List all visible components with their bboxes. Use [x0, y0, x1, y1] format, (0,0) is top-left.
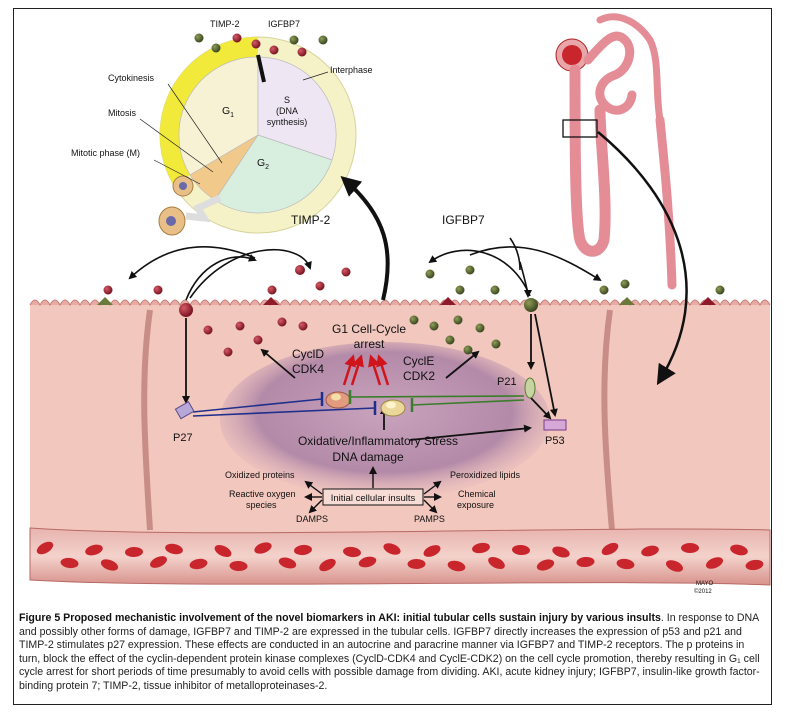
red-blood-cell	[278, 557, 297, 569]
chemical-label-2: exposure	[457, 500, 494, 510]
copyright-label: ©2012	[694, 588, 712, 595]
red-blood-cell	[488, 556, 505, 570]
floating-molecules-top	[194, 33, 328, 57]
red-blood-cell	[214, 545, 232, 557]
mitosis-label: Mitosis	[108, 108, 137, 118]
red-blood-cell	[254, 542, 272, 554]
timp2-mid-label: TIMP-2	[291, 213, 331, 227]
red-blood-cell	[407, 558, 426, 570]
red-blood-cell	[472, 542, 490, 554]
red-blood-cell	[36, 541, 54, 555]
red-blood-cell	[681, 543, 699, 553]
oxidized-proteins-label: Oxidized proteins	[225, 470, 295, 480]
red-blood-cell	[165, 543, 183, 555]
chemical-label: Chemical	[458, 489, 496, 499]
cycle-callouts: TIMP-2 IGFBP7 Interphase Cytokinesis Mit…	[71, 19, 373, 185]
red-blood-cell	[319, 558, 336, 572]
expression-arrows	[182, 313, 558, 441]
p21-label: P21	[497, 376, 517, 388]
mayo-label: MAYO	[696, 581, 714, 587]
initial-insults-label: Initial cellular insults	[331, 493, 416, 504]
arrest-arrows	[342, 354, 390, 386]
red-blood-cell	[423, 545, 441, 557]
ros-label: Reactive oxygen	[229, 489, 296, 499]
red-blood-cell	[189, 558, 208, 570]
p-proteins	[174, 377, 567, 431]
s-phase-label: S	[284, 95, 290, 105]
pamps-label: PAMPS	[414, 514, 445, 524]
cell-cycle-wheel: G1 S (DNA synthesis) G2	[158, 36, 357, 236]
red-blood-cell	[745, 559, 764, 571]
caption-body: . In response to DNA and possibly other …	[19, 612, 760, 692]
red-blood-cell	[616, 558, 635, 570]
kidney-cell-cycle-diagram: G1 S (DNA synthesis) G2 TIMP-2 IGFBP7 In…	[29, 13, 771, 595]
cycld-label: CyclD	[292, 347, 324, 361]
arrest-to-cycle-arrow	[340, 176, 390, 301]
red-blood-cell	[576, 556, 595, 568]
red-blood-cell	[665, 560, 684, 572]
red-blood-cell	[100, 559, 119, 571]
dna-damage-label: DNA damage	[332, 450, 404, 464]
cyclin-complexes	[325, 391, 406, 417]
cdk4-label: CDK4	[292, 362, 324, 376]
red-blood-cell	[85, 544, 103, 556]
g2-label: G2	[257, 157, 269, 171]
red-blood-cell	[601, 542, 619, 556]
zoom-arrow	[597, 131, 688, 386]
cdk2-label: CDK2	[403, 369, 435, 383]
tubular-epithelium	[29, 297, 771, 535]
arrest-label: G1 Cell-Cycle	[332, 322, 406, 336]
red-blood-cell	[536, 559, 555, 571]
receptor-molecules	[103, 265, 725, 357]
red-blood-cell	[358, 556, 377, 568]
nucleus	[220, 342, 550, 498]
red-blood-cell	[552, 546, 570, 558]
red-blood-cell	[641, 545, 659, 557]
p27-label: P27	[173, 432, 193, 444]
cytokinesis-label: Cytokinesis	[108, 73, 155, 83]
red-blood-cell	[343, 546, 361, 558]
red-blood-cell	[150, 556, 167, 568]
interphase-label: Interphase	[330, 65, 373, 75]
red-blood-cell	[229, 560, 248, 572]
inhibition-lines	[192, 390, 525, 417]
p53-label: P53	[545, 435, 565, 447]
timp2-top-label: TIMP-2	[210, 19, 240, 29]
red-blood-cell	[60, 557, 79, 569]
damps-label: DAMPS	[296, 514, 328, 524]
s-phase-label-2: (DNA	[276, 106, 298, 116]
peroxidized-lipids-label: Peroxidized lipids	[450, 470, 521, 480]
ros-label-2: species	[246, 500, 277, 510]
red-blood-cell	[512, 544, 530, 556]
stress-label: Oxidative/Inflammatory Stress	[298, 434, 458, 448]
caption-title: Figure 5 Proposed mechanistic involvemen…	[19, 612, 661, 624]
arrest-label-2: arrest	[354, 337, 385, 351]
s-phase-label-3: synthesis)	[267, 117, 308, 127]
figure-caption: Figure 5 Proposed mechanistic involvemen…	[19, 612, 767, 694]
nephron-illustration	[555, 13, 677, 290]
zoom-box	[562, 119, 598, 138]
insult-arrows	[304, 466, 442, 514]
red-blood-cell	[705, 557, 724, 569]
g1-label: G1	[222, 105, 234, 119]
red-blood-cell	[294, 544, 312, 556]
cycle-label: CyclE	[403, 354, 434, 368]
red-blood-cell	[730, 544, 748, 556]
secretion-arrows	[128, 237, 602, 301]
red-blood-cell	[383, 543, 401, 555]
blood-vessel	[29, 527, 771, 586]
red-blood-cell	[125, 546, 143, 558]
initial-insults-box	[322, 488, 424, 506]
red-blood-cell	[447, 560, 466, 572]
igfbp7-top-label: IGFBP7	[268, 19, 300, 29]
igfbp7-mid-label: IGFBP7	[442, 213, 485, 227]
mitotic-phase-label: Mitotic phase (M)	[71, 148, 140, 158]
